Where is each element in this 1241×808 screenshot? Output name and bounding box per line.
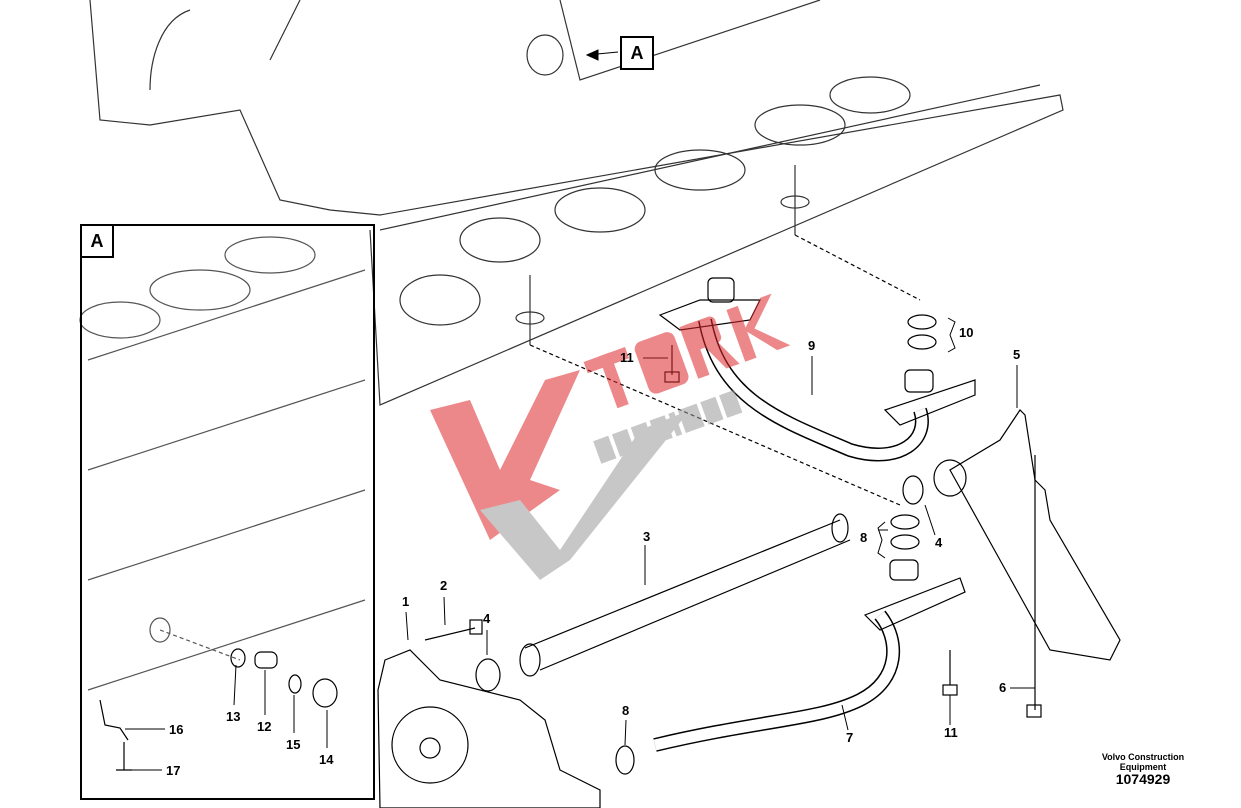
inset-engine-view bbox=[79, 236, 366, 691]
oil-pump-1 bbox=[377, 619, 601, 808]
document-number: 1074929 bbox=[1115, 771, 1171, 787]
callout-8: 8 bbox=[860, 530, 868, 545]
callout-13: 13 bbox=[226, 709, 241, 724]
callout-14: 14 bbox=[319, 752, 334, 767]
dashed-leader bbox=[529, 234, 921, 506]
bolts bbox=[664, 345, 958, 696]
callout-3: 3 bbox=[643, 529, 651, 544]
pipe-9 bbox=[658, 277, 976, 462]
callout-17: 17 bbox=[166, 763, 181, 778]
publisher-name: Volvo Construction Equipment bbox=[1101, 752, 1185, 772]
view-label-a: A bbox=[620, 36, 654, 70]
pipe-7 bbox=[615, 514, 966, 775]
callout-7: 7 bbox=[846, 730, 854, 745]
detail-view-a-frame bbox=[80, 224, 375, 800]
engine-block bbox=[89, 0, 1064, 406]
callout-12: 12 bbox=[257, 719, 272, 734]
callout-15: 15 bbox=[286, 737, 301, 752]
watermark-lettering-sanziman bbox=[593, 389, 743, 464]
document-caption: Volvo Construction Equipment 1074929 bbox=[1090, 752, 1196, 787]
pipe-3 bbox=[475, 475, 924, 692]
callout-11: 11 bbox=[620, 350, 634, 365]
callout-8: 8 bbox=[622, 703, 630, 718]
watermark-lettering-tork bbox=[583, 293, 791, 409]
callout-6: 6 bbox=[999, 680, 1007, 695]
callout-5: 5 bbox=[1013, 347, 1021, 362]
callout-16: 16 bbox=[169, 722, 184, 737]
inset-parts bbox=[99, 648, 338, 771]
leader-lines bbox=[125, 49, 1035, 771]
inset-label-a: A bbox=[80, 224, 114, 258]
callout-4: 4 bbox=[935, 535, 943, 550]
callout-10: 10 bbox=[959, 325, 974, 340]
strainer-5 bbox=[933, 409, 1121, 718]
callout-11: 11 bbox=[944, 725, 958, 740]
callout-2: 2 bbox=[440, 578, 448, 593]
callout-9: 9 bbox=[808, 338, 816, 353]
callout-4: 4 bbox=[483, 611, 491, 626]
callout-1: 1 bbox=[402, 594, 410, 609]
watermark-logo bbox=[430, 293, 791, 580]
